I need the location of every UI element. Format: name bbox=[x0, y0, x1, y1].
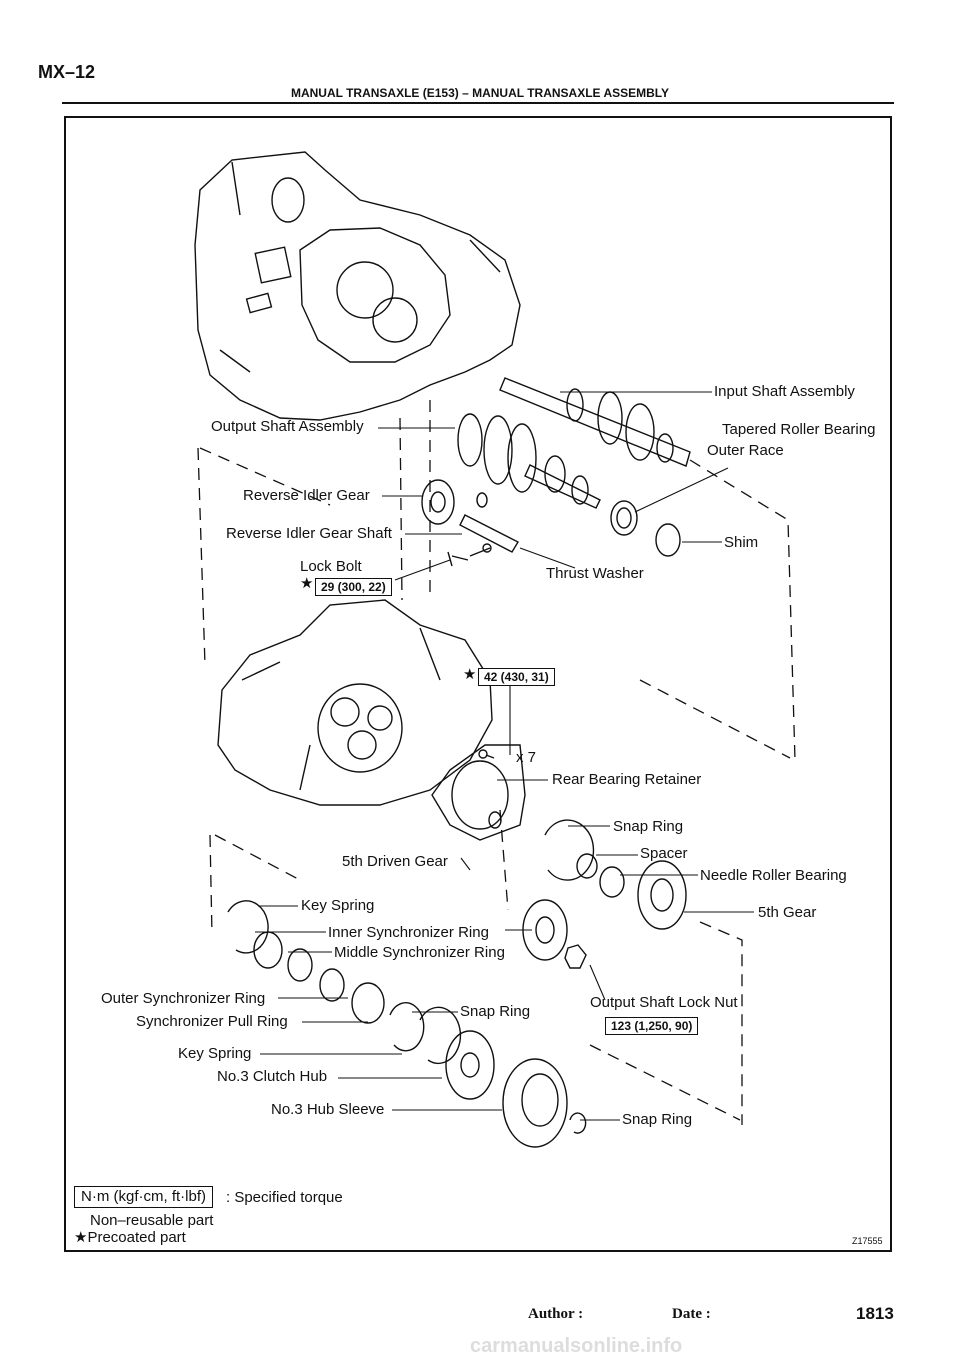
author-label: Author : bbox=[528, 1306, 584, 1322]
label-outer-synchronizer-ring: Outer Synchronizer Ring bbox=[101, 990, 266, 1007]
spacer-drawing bbox=[576, 853, 598, 879]
label-input-shaft-assembly: Input Shaft Assembly bbox=[714, 383, 855, 400]
page-number: 1813 bbox=[856, 1304, 894, 1323]
input-shaft-drawing bbox=[499, 377, 691, 467]
outer-race-drawing bbox=[610, 500, 638, 536]
precoat-star-icon: ★ bbox=[463, 666, 477, 683]
label-lock-bolt: Lock Bolt bbox=[300, 558, 362, 575]
snap-ring-drawing bbox=[544, 819, 595, 881]
label-key-spring: Key Spring bbox=[301, 897, 375, 914]
precoat-star-icon: ★ bbox=[300, 575, 314, 592]
small-snap-ring-drawing bbox=[569, 1112, 587, 1134]
output-shaft-drawing bbox=[457, 413, 601, 509]
rear-bearing-retainer-drawing bbox=[431, 744, 526, 841]
clutch-hub-drawing bbox=[445, 1030, 495, 1100]
watermark: carmanualsonline.info bbox=[470, 1335, 683, 1357]
label-reverse-idler-gear: Reverse Idler Gear bbox=[243, 487, 370, 504]
label-thrust-washer: Thrust Washer bbox=[546, 565, 644, 582]
legend-non-reusable: Non–reusable part bbox=[90, 1212, 214, 1229]
label-fifth-driven-gear: 5th Driven Gear bbox=[342, 853, 448, 870]
label-synchronizer-pull-ring: Synchronizer Pull Ring bbox=[136, 1013, 288, 1030]
hub-sleeve-drawing bbox=[502, 1058, 568, 1148]
label-snap-ring: Snap Ring bbox=[622, 1111, 693, 1128]
label-fifth-gear: 5th Gear bbox=[758, 904, 817, 921]
label-inner-synchronizer-ring: Inner Synchronizer Ring bbox=[328, 924, 489, 941]
label-no3-hub-sleeve: No.3 Hub Sleeve bbox=[271, 1101, 385, 1118]
shim-drawing bbox=[655, 523, 681, 557]
transaxle-case-lower-drawing bbox=[217, 599, 493, 806]
lock-nut-drawing bbox=[564, 944, 587, 969]
legend-torque-unit: N·m (kgf·cm, ft·lbf) bbox=[74, 1186, 213, 1208]
label-no3-clutch-hub: No.3 Clutch Hub bbox=[217, 1068, 328, 1085]
label-x7: x 7 bbox=[516, 749, 537, 766]
date-label: Date : bbox=[672, 1306, 711, 1322]
torque-output-shaft-lock-nut: 123 (1,250, 90) bbox=[605, 1017, 699, 1035]
running-title: MANUAL TRANSAXLE (E153) – MANUAL TRANSAX… bbox=[290, 86, 670, 100]
label-key-spring: Key Spring bbox=[178, 1045, 252, 1062]
label-spacer: Spacer bbox=[640, 845, 688, 862]
label-snap-ring: Snap Ring bbox=[460, 1003, 531, 1020]
label-output-shaft-lock-nut: Output Shaft Lock Nut bbox=[590, 994, 738, 1011]
dashed-guide-lines bbox=[197, 400, 796, 1125]
section-code: MX–12 bbox=[38, 62, 96, 82]
synchronizer-stack-drawing bbox=[227, 900, 462, 1065]
needle-roller-bearing-drawing bbox=[599, 866, 625, 898]
label-snap-ring: Snap Ring bbox=[613, 818, 684, 835]
torque-rear-bearing-retainer: 42 (430, 31) bbox=[478, 668, 555, 686]
transaxle-case-drawing bbox=[194, 151, 521, 421]
legend-precoated: ★Precoated part bbox=[74, 1229, 186, 1246]
torque-lock-bolt: 29 (300, 22) bbox=[315, 578, 392, 596]
leader-lines bbox=[255, 391, 754, 1121]
label-middle-synchronizer-ring: Middle Synchronizer Ring bbox=[334, 944, 505, 961]
legend-torque-desc: : Specified torque bbox=[226, 1189, 343, 1206]
figure-code: Z17555 bbox=[852, 1236, 883, 1246]
label-outer-race: Outer Race bbox=[707, 442, 784, 459]
label-reverse-idler-gear-shaft: Reverse Idler Gear Shaft bbox=[226, 525, 392, 542]
label-shim: Shim bbox=[724, 534, 759, 551]
figure-frame bbox=[64, 116, 892, 1252]
label-rear-bearing-retainer: Rear Bearing Retainer bbox=[552, 771, 702, 788]
lock-bolt-drawing bbox=[447, 543, 492, 567]
header-rule bbox=[62, 102, 894, 104]
fifth-gear-drawing bbox=[637, 860, 687, 930]
label-needle-roller-bearing: Needle Roller Bearing bbox=[700, 867, 847, 884]
reverse-idler-drawing bbox=[421, 479, 519, 553]
label-output-shaft-assembly: Output Shaft Assembly bbox=[211, 418, 364, 435]
label-tapered-roller-bearing: Tapered Roller Bearing bbox=[722, 421, 876, 438]
